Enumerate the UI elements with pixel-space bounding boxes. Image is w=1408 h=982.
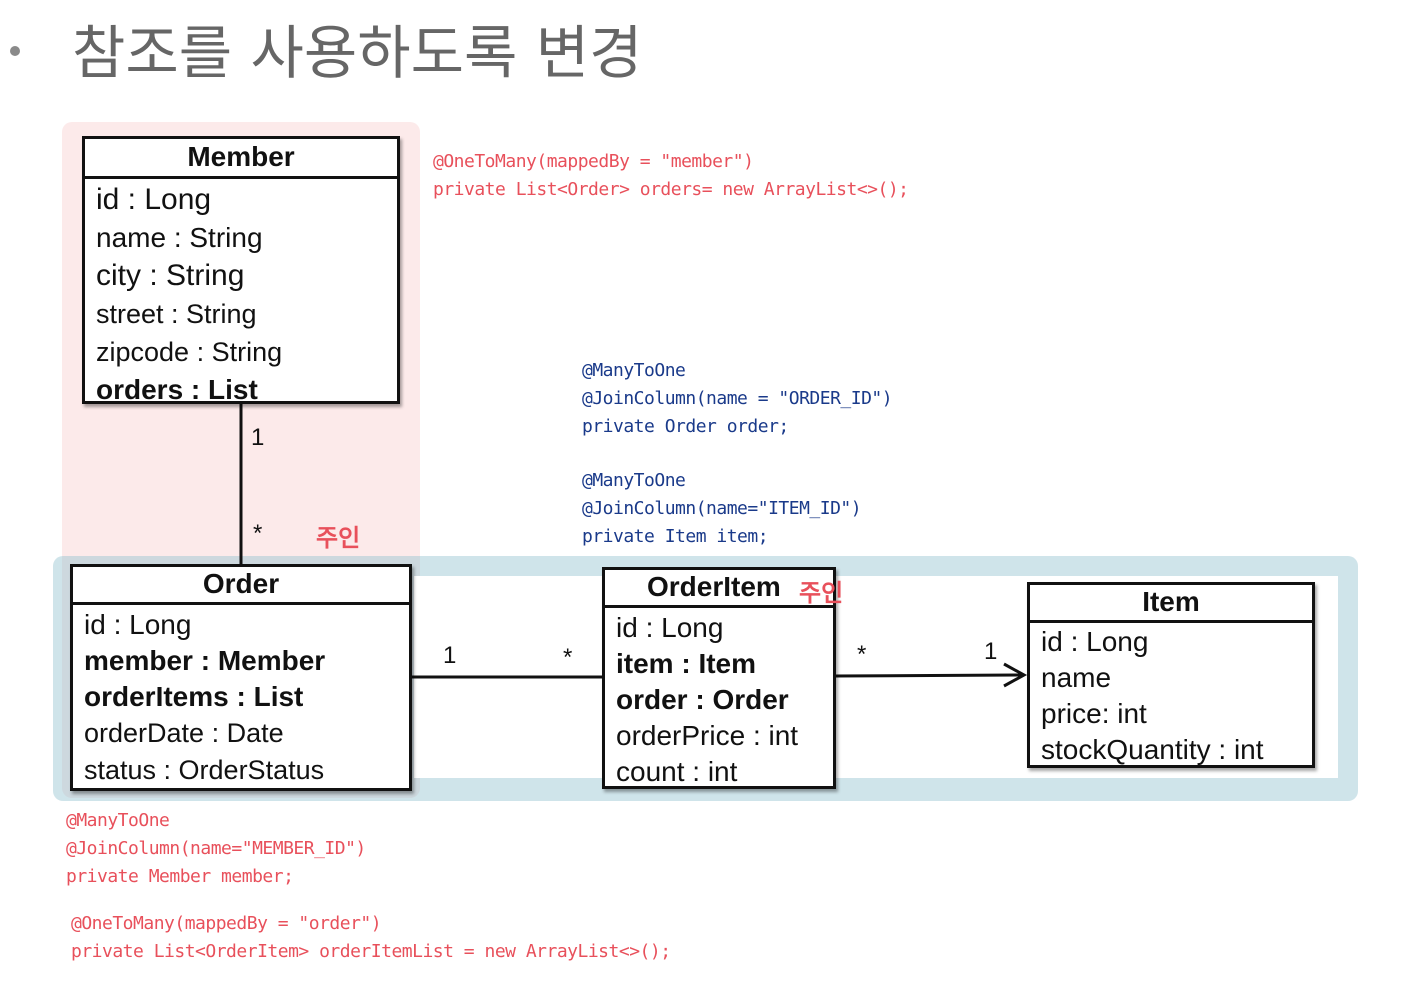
order-field-orderdate: orderDate : Date (84, 718, 284, 748)
member-field-street: street : String (96, 299, 257, 329)
code-line: @JoinColumn(name="ITEM_ID") (582, 498, 862, 519)
member-field-zipcode: zipcode : String (96, 337, 283, 367)
code-line: private Member member; (66, 866, 294, 887)
code-order-member: @ManyToOne @JoinColumn(name="MEMBER_ID")… (66, 807, 366, 891)
order-field-id: id : Long (84, 609, 192, 640)
orderitem-field-order: order : Order (616, 684, 789, 715)
orderitem-item-line (833, 673, 1025, 678)
code-line: private Item item; (582, 526, 769, 547)
item-field-id: id : Long (1041, 626, 1149, 657)
code-line: private List<Order> orders= new ArrayLis… (433, 179, 909, 200)
code-line: @JoinColumn(name = "ORDER_ID") (582, 388, 893, 409)
code-line: @OneToMany(mappedBy = "order") (71, 913, 382, 934)
orderitem-field-count: count : int (616, 756, 738, 787)
member-field-city: city : String (96, 259, 245, 292)
mult-orderitem-item-many: * (857, 641, 867, 668)
arrow-head-icon (1003, 662, 1028, 688)
code-member-orders: @OneToMany(mappedBy = "member") private … (433, 148, 909, 204)
item-field-price: price: int (1041, 698, 1147, 729)
bullet-icon (10, 46, 20, 56)
item-field-stockquantity: stockQuantity : int (1041, 734, 1264, 765)
item-entity-box: Item id : Long name price: int stockQuan… (1027, 582, 1315, 768)
order-field-member: member : Member (84, 645, 326, 676)
orderitem-entity-box: OrderItem id : Long item : Item order : … (602, 567, 836, 789)
owner-label-orderitem: 주인 (799, 579, 844, 607)
mult-orderitem-many: * (563, 644, 573, 671)
code-order-orderitems: @OneToMany(mappedBy = "order") private L… (71, 910, 671, 966)
code-line: private Order order; (582, 416, 789, 437)
order-field-orderitems: orderItems : List (84, 681, 304, 712)
code-line: @ManyToOne (66, 810, 170, 831)
member-entity-box: Member id : Long name : String city : St… (82, 136, 400, 405)
member-entity-name: Member (85, 139, 397, 179)
code-line: @OneToMany(mappedBy = "member") (433, 151, 754, 172)
member-field-id: id : Long (96, 183, 212, 216)
orderitem-field-id: id : Long (616, 612, 724, 643)
order-field-status: status : OrderStatus (84, 755, 325, 785)
member-field-name: name : String (96, 222, 263, 253)
mult-member-one: 1 (251, 424, 265, 451)
order-entity-box: Order id : Long member : Member orderIte… (70, 564, 412, 791)
owner-label-order: 주인 (316, 524, 361, 552)
code-line: @JoinColumn(name="MEMBER_ID") (66, 838, 366, 859)
slide-title: 참조를 사용하도록 변경 (72, 19, 643, 87)
item-field-name: name (1041, 662, 1112, 693)
code-line: @ManyToOne (582, 470, 686, 491)
order-entity-name: Order (73, 567, 409, 605)
orderitem-field-orderprice: orderPrice : int (616, 720, 799, 751)
code-line: private List<OrderItem> orderItemList = … (71, 941, 671, 962)
orderitem-entity-name: OrderItem (605, 570, 833, 608)
code-orderitem-order: @ManyToOne @JoinColumn(name = "ORDER_ID"… (582, 357, 893, 441)
mult-item-one: 1 (984, 638, 998, 665)
member-field-orders: orders : List (96, 374, 258, 405)
code-orderitem-item: @ManyToOne @JoinColumn(name="ITEM_ID") p… (582, 467, 862, 551)
mult-order-many: * (253, 520, 263, 547)
orderitem-field-item: item : Item (616, 648, 757, 679)
mult-order-one: 1 (443, 642, 457, 669)
code-line: @ManyToOne (582, 360, 686, 381)
item-entity-name: Item (1030, 585, 1312, 623)
